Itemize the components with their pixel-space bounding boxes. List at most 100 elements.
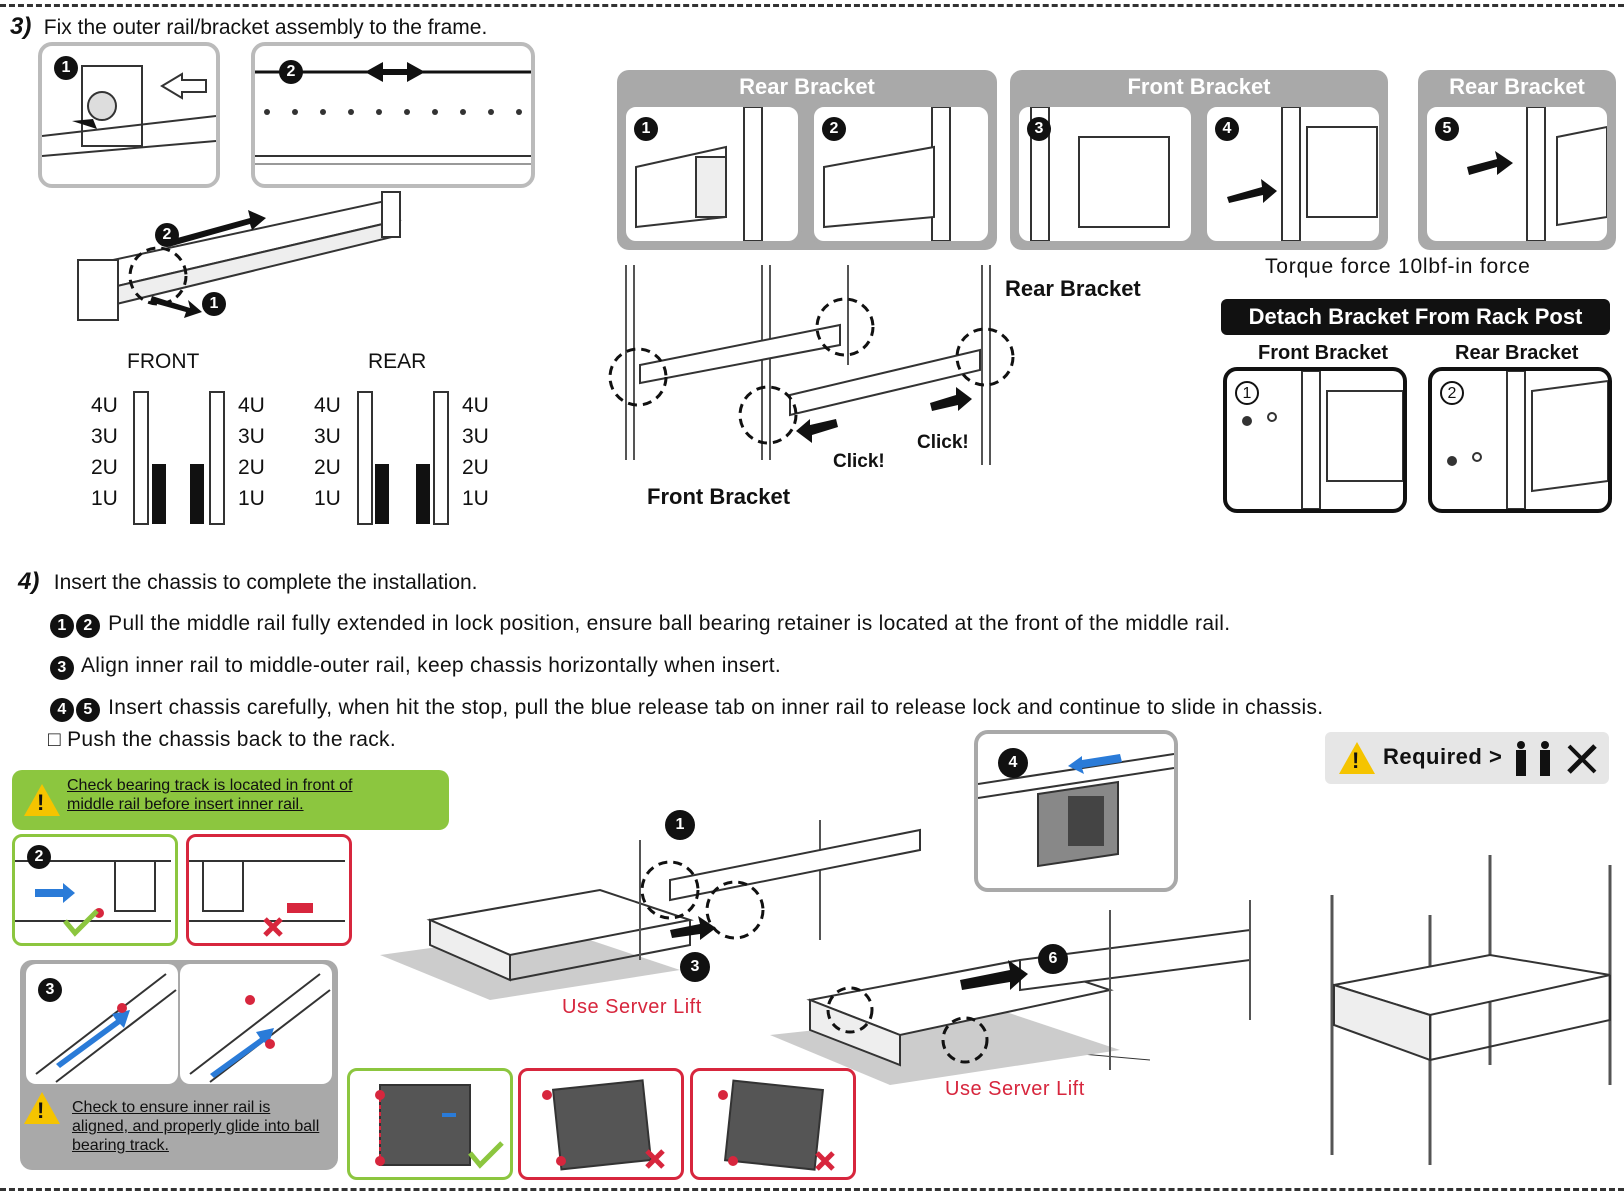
step4-heading: 4) Insert the chassis to complete the in… xyxy=(18,568,478,596)
installed-chassis-illustration xyxy=(1330,855,1612,1165)
check-icon xyxy=(63,909,99,937)
align-step-b xyxy=(180,964,332,1084)
u-labels-rear-left: 4U 3U 2U 1U xyxy=(314,390,341,514)
bracket-step-4: 4 xyxy=(1215,117,1239,141)
chassis-align-correct-panel xyxy=(347,1068,513,1180)
step3-title: Fix the outer rail/bracket assembly to t… xyxy=(43,16,488,39)
bearing-track-note: Check bearing track is located in front … xyxy=(12,770,449,830)
callout-1-chassis: 1 xyxy=(665,810,695,840)
server-lift-label-1: Use Server Lift xyxy=(562,996,702,1018)
bearing-track-wrong-panel xyxy=(186,834,352,946)
u-labels-front-left: 4U 3U 2U 1U xyxy=(91,390,118,514)
u-label: 4U xyxy=(314,394,341,417)
chassis-insert-illustration-1 xyxy=(380,820,921,1000)
u-label: 1U xyxy=(462,487,489,510)
u-label: 3U xyxy=(91,425,118,448)
line-4-text: □ Push the chassis back to the rack. xyxy=(48,728,396,751)
callout-4-release: 4 xyxy=(998,748,1028,778)
bracket-step-3: 3 xyxy=(1027,117,1051,141)
u-label: 3U xyxy=(314,425,341,448)
rear-bracket-step-1-illustration xyxy=(635,107,763,241)
callout-1: 1 xyxy=(54,56,78,80)
line-3-bullet-2: 5 xyxy=(76,698,100,722)
step3-number: 3) xyxy=(10,13,32,40)
rail-rear-bracket-label: Rear Bracket xyxy=(1005,276,1141,301)
rear-bracket-step-5-illustration xyxy=(1467,107,1607,241)
person-icon xyxy=(1516,741,1550,776)
front-label: FRONT xyxy=(127,350,200,373)
u-label: 1U xyxy=(314,487,341,510)
front-bracket-step-4-illustration xyxy=(1227,107,1378,241)
rear-bracket-header-1: Rear Bracket xyxy=(739,74,875,99)
u-label: 4U xyxy=(462,394,489,417)
detach-bracket-title: Detach Bracket From Rack Post xyxy=(1221,299,1610,335)
detach-rear-illustration xyxy=(1447,371,1608,509)
front-bracket-step-3-panel: 3 xyxy=(1015,103,1195,245)
bracket-step-5: 5 xyxy=(1435,117,1459,141)
step3-heading: 3) Fix the outer rail/bracket assembly t… xyxy=(10,13,487,41)
step4-line-4: □ Push the chassis back to the rack. xyxy=(48,728,396,752)
rail-installation-illustration xyxy=(608,265,1015,465)
detach-step-1: 1 xyxy=(1235,381,1259,405)
chassis-insert-illustration-2 xyxy=(770,900,1251,1085)
chassis-align-wrong-illustration-2 xyxy=(718,1079,835,1171)
rear-label: REAR xyxy=(368,350,427,373)
rear-bracket-step-2-panel: 2 xyxy=(810,103,992,245)
step4-line-2: 3 Align inner rail to middle-outer rail,… xyxy=(50,654,781,680)
warning-icon xyxy=(24,1092,60,1124)
detach-front-illustration xyxy=(1242,371,1403,509)
front-bracket-step-3-illustration xyxy=(1030,107,1170,241)
bearing-track-wrong-illustration xyxy=(189,860,345,937)
detach-front-panel: 1 xyxy=(1223,367,1407,513)
chassis-align-correct-illustration xyxy=(375,1084,504,1169)
u-label: 4U xyxy=(238,394,265,417)
u-label: 2U xyxy=(238,456,265,479)
rear-bracket-header-2: Rear Bracket xyxy=(1449,74,1585,99)
detach-front-label: Front Bracket xyxy=(1258,342,1389,364)
release-tab-illustration xyxy=(978,753,1174,868)
line-3-text: Insert chassis carefully, when hit the s… xyxy=(108,696,1324,719)
step4-title: Insert the chassis to complete the insta… xyxy=(53,571,478,594)
rail-lock-detail-panel: 1 xyxy=(38,42,220,188)
required-label: Required > xyxy=(1383,744,1503,769)
u-label: 1U xyxy=(238,487,265,510)
u-labels-rear-right: 4U 3U 2U 1U xyxy=(462,390,489,514)
top-dashed-separator xyxy=(0,4,1624,7)
cross-icon xyxy=(645,1149,665,1169)
line-2-bullet-1: 3 xyxy=(50,656,74,680)
cross-icon xyxy=(815,1151,835,1171)
rear-bracket-step-5-panel: 5 xyxy=(1423,103,1611,245)
detach-rear-label: Rear Bracket xyxy=(1455,342,1579,364)
tools-icon xyxy=(1567,744,1597,774)
bearing-track-note-text: Check bearing track is located in front … xyxy=(67,777,353,813)
warning-icon xyxy=(24,784,60,816)
align-step-b-illustration xyxy=(189,973,331,1083)
callout-6-chassis: 6 xyxy=(1038,944,1068,974)
chassis-align-wrong-panel-1 xyxy=(518,1068,684,1180)
u-label: 2U xyxy=(462,456,489,479)
bearing-track-correct-panel: 2 xyxy=(12,834,178,946)
callout-1-rail: 1 xyxy=(202,292,226,316)
rail-front-bracket-label: Front Bracket xyxy=(647,484,791,509)
bracket-step-2: 2 xyxy=(822,117,846,141)
torque-label: Torque force 10lbf-in force xyxy=(1265,255,1531,278)
step4-number: 4) xyxy=(18,568,40,595)
u-label: 3U xyxy=(238,425,265,448)
callout-3-align: 3 xyxy=(38,978,62,1002)
rear-bracket-step-1-panel: 1 xyxy=(622,103,802,245)
u-label: 3U xyxy=(462,425,489,448)
line-3-bullet-1: 4 xyxy=(50,698,74,722)
chassis-align-wrong-illustration-1 xyxy=(542,1079,665,1171)
front-bracket-step-4-panel: 4 xyxy=(1203,103,1383,245)
u-label: 4U xyxy=(91,394,118,417)
rail-slide-detail-panel: 2 xyxy=(251,42,535,188)
bracket-step-1: 1 xyxy=(634,117,658,141)
detach-rear-panel: 2 xyxy=(1428,367,1612,513)
align-step-a-illustration xyxy=(35,973,177,1083)
required-box: Required > xyxy=(1325,732,1609,784)
detach-step-2: 2 xyxy=(1440,381,1464,405)
callout-2: 2 xyxy=(279,60,303,84)
click-label-1: Click! xyxy=(833,451,885,472)
